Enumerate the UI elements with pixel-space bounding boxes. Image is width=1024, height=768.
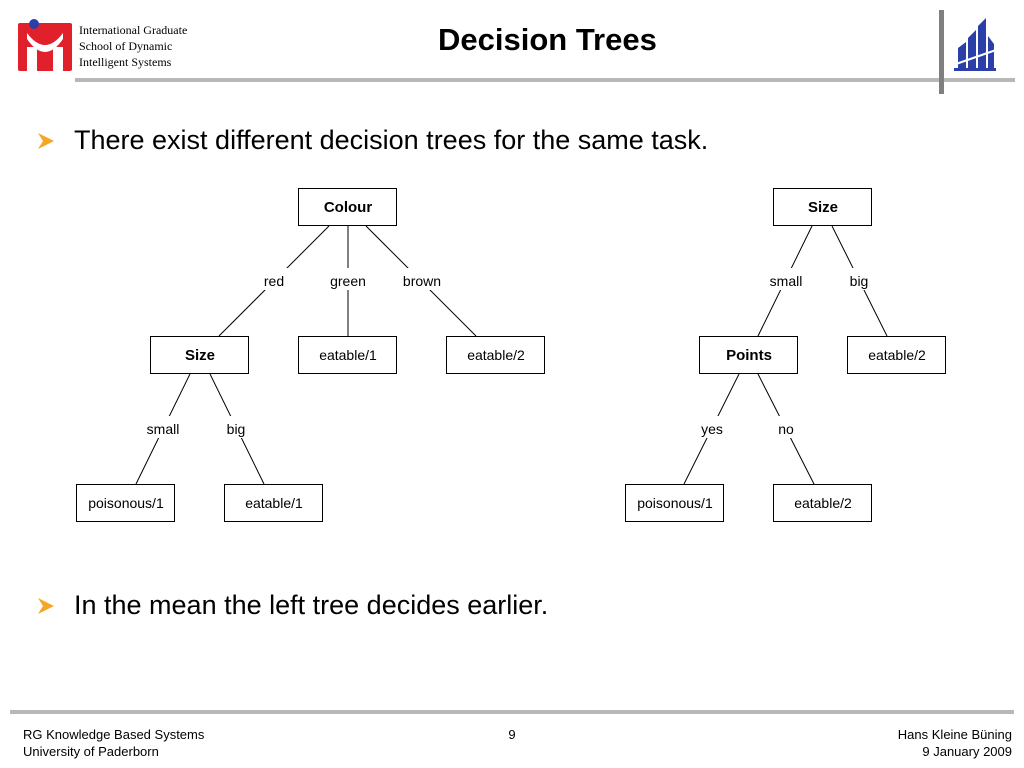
bullet-item-2: In the mean the left tree decides earlie… — [36, 590, 548, 621]
node-green-leaf: eatable/1 — [319, 347, 377, 363]
graduate-school-logo — [18, 19, 72, 71]
node-poisonous-left: poisonous/1 — [88, 495, 164, 511]
node-poisonous-right-box — [625, 484, 724, 522]
header-rule — [75, 78, 1015, 82]
slide-title: Decision Trees — [438, 22, 657, 57]
node-size-left-box — [150, 336, 249, 374]
bullet-text-1: There exist different decision trees for… — [74, 125, 709, 155]
footer-right: Hans Kleine Büning 9 January 2009 — [898, 726, 1012, 760]
arrow-bullet-icon — [38, 132, 54, 149]
node-size-right: Size — [808, 199, 838, 216]
node-green-leaf-box — [298, 336, 397, 374]
node-eatable-right-box — [773, 484, 872, 522]
node-eatable-left: eatable/1 — [245, 495, 303, 511]
node-size-right-box — [773, 188, 872, 226]
node-brown-leaf-box — [446, 336, 545, 374]
footer-author: Hans Kleine Büning — [897, 727, 1012, 742]
institution-line-1: International Graduate — [79, 23, 188, 37]
node-points: Points — [726, 347, 772, 364]
bullet-text-2: In the mean the left tree decides earlie… — [74, 590, 549, 620]
label-small-left: small — [147, 421, 180, 437]
footer-left: RG Knowledge Based Systems University of… — [23, 726, 204, 760]
label-brown: brown — [403, 273, 441, 289]
bullet-item-1: There exist different decision trees for… — [36, 125, 708, 156]
footer-date: 9 January 2009 — [922, 744, 1012, 759]
node-colour-box — [298, 188, 397, 226]
node-brown-leaf: eatable/2 — [467, 347, 525, 363]
institution-name: International Graduate School of Dynamic… — [79, 22, 187, 70]
node-points-box — [699, 336, 798, 374]
footer-university: University of Paderborn — [23, 744, 159, 759]
page-number: 9 — [508, 727, 516, 742]
label-big-left: big — [227, 421, 246, 437]
node-poisonous-left-box — [76, 484, 175, 522]
label-big-right: big — [850, 273, 869, 289]
footer-rule — [10, 710, 1014, 714]
university-logo — [954, 18, 997, 71]
institution-line-2: School of Dynamic — [79, 39, 173, 53]
label-green: green — [330, 273, 366, 289]
node-big-leaf-right: eatable/2 — [868, 347, 926, 363]
label-small-right: small — [770, 273, 803, 289]
label-red: red — [264, 273, 284, 289]
label-yes: yes — [701, 421, 723, 437]
header-vertical-bar — [939, 10, 944, 94]
node-poisonous-right: poisonous/1 — [637, 495, 713, 511]
label-no: no — [778, 421, 794, 437]
node-colour: Colour — [324, 199, 372, 216]
node-eatable-left-box — [224, 484, 323, 522]
node-big-leaf-right-box — [847, 336, 946, 374]
footer-group: RG Knowledge Based Systems — [23, 727, 205, 742]
node-eatable-right: eatable/2 — [794, 495, 852, 511]
node-size-left: Size — [185, 347, 215, 364]
arrow-bullet-icon — [38, 597, 54, 614]
institution-line-3: Intelligent Systems — [79, 55, 172, 69]
